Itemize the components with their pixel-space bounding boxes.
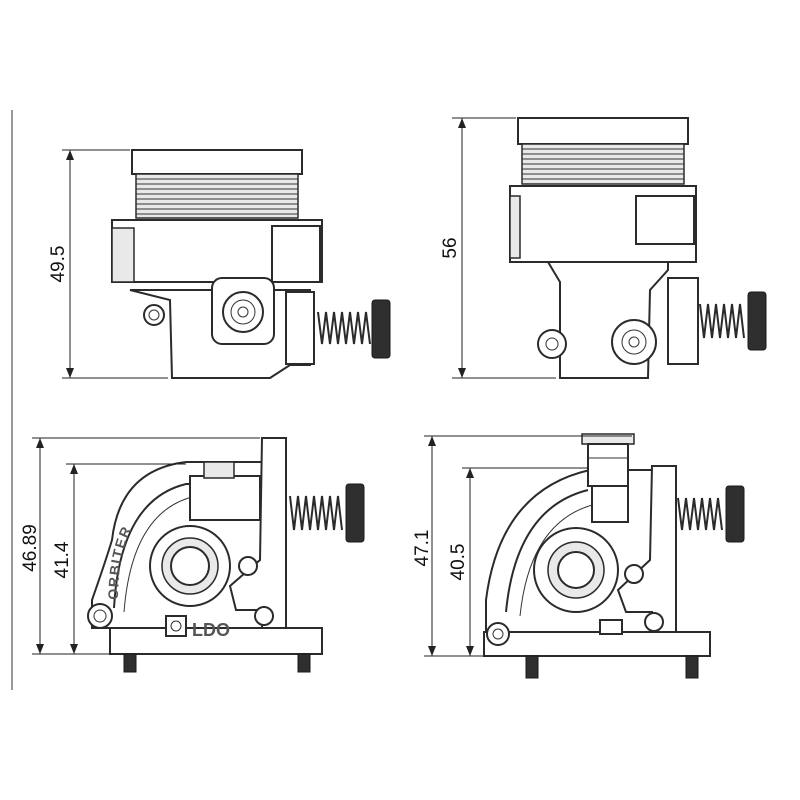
motor-fins-side	[521, 143, 685, 185]
dim-label-br-outer: 47.1	[412, 530, 433, 567]
dim-label-bl-inner: 41.4	[52, 541, 73, 578]
dim-front-height: 49.5	[48, 149, 168, 379]
motor-fins	[135, 173, 299, 219]
view-bottom-left: ORBITER LDO	[87, 437, 365, 673]
dim-label-side-height: 56	[440, 237, 461, 258]
tension-spring-br	[677, 497, 723, 531]
dim-label-front-height: 49.5	[48, 246, 69, 283]
tension-spring-side	[699, 303, 745, 339]
dim-bl-inner: 41.4	[52, 463, 186, 654]
adjust-knob	[371, 299, 391, 359]
view-side-top-right	[509, 117, 767, 379]
tension-spring-bl	[289, 495, 343, 531]
view-front-top-left	[111, 149, 391, 379]
tension-spring	[317, 311, 371, 345]
adjust-knob-bl	[345, 483, 365, 543]
brand-logo: LDO	[192, 620, 230, 640]
dim-label-bl-outer: 46.89	[20, 524, 41, 572]
adjust-knob-side	[747, 291, 767, 351]
dim-label-br-inner: 40.5	[448, 544, 469, 581]
ldo-logo-icon	[165, 615, 187, 637]
view-bottom-right	[483, 433, 745, 679]
dim-bl-outer: 46.89	[20, 437, 260, 655]
dim-br-inner: 40.5	[448, 467, 588, 656]
dim-br-outer: 47.1	[412, 435, 632, 657]
adjust-knob-br	[725, 485, 745, 543]
dim-side-height: 56	[440, 117, 556, 379]
